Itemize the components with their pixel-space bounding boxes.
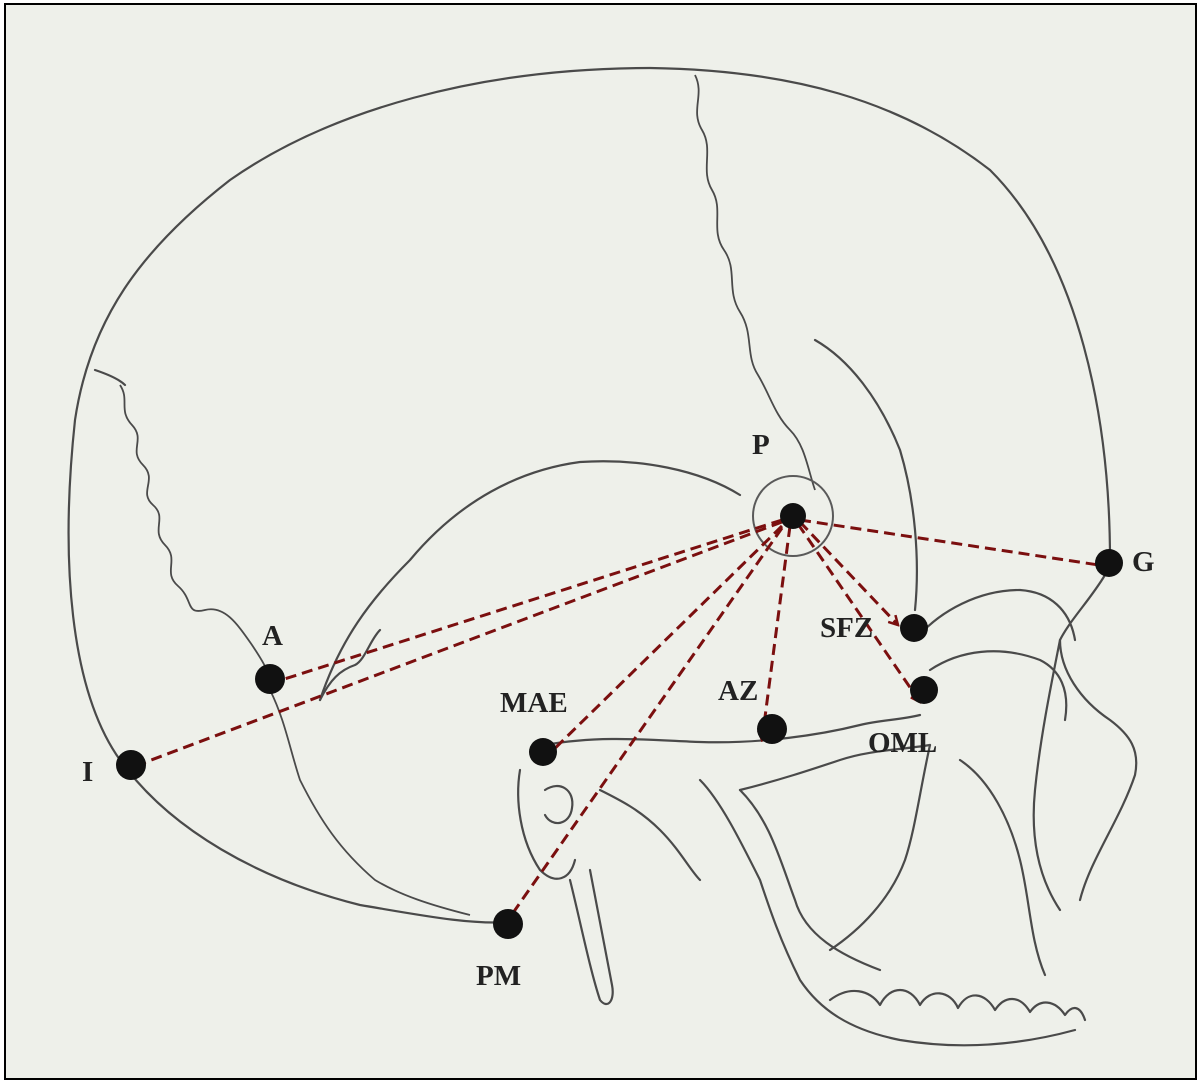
- landmark-az-label: AZ: [718, 675, 758, 707]
- landmark-i-label: I: [82, 756, 93, 788]
- arrow-p-to-pm: [508, 528, 782, 920]
- landmark-pm-label: PM: [476, 960, 521, 992]
- landmark-oml-dot: [910, 676, 938, 704]
- landmark-p-dot: [780, 503, 806, 529]
- landmark-p-label: P: [752, 429, 770, 461]
- landmark-sfz-dot: [900, 614, 928, 642]
- arrow-p-to-g: [800, 520, 1112, 567]
- skull-outline: [69, 68, 1137, 1045]
- arrow-group: [130, 520, 1112, 920]
- arrow-p-to-sfz: [800, 522, 898, 625]
- landmark-az-dot: [757, 714, 787, 744]
- landmark-g-label: G: [1132, 546, 1155, 578]
- landmark-oml-label: OML: [868, 727, 937, 759]
- landmark-g-dot: [1095, 549, 1123, 577]
- landmark-labels: P G SFZ OML AZ MAE PM A I: [82, 429, 1155, 992]
- landmark-pm-dot: [493, 909, 523, 939]
- arrow-p-to-i: [130, 522, 782, 768]
- landmark-a-dot: [255, 664, 285, 694]
- landmark-mae-label: MAE: [500, 687, 568, 719]
- landmark-a-label: A: [262, 620, 283, 652]
- landmark-mae-dot: [529, 738, 557, 766]
- landmark-i-dot: [116, 750, 146, 780]
- arrow-p-to-az: [762, 526, 790, 740]
- arrow-p-to-mae: [543, 526, 782, 760]
- landmark-sfz-label: SFZ: [820, 612, 873, 644]
